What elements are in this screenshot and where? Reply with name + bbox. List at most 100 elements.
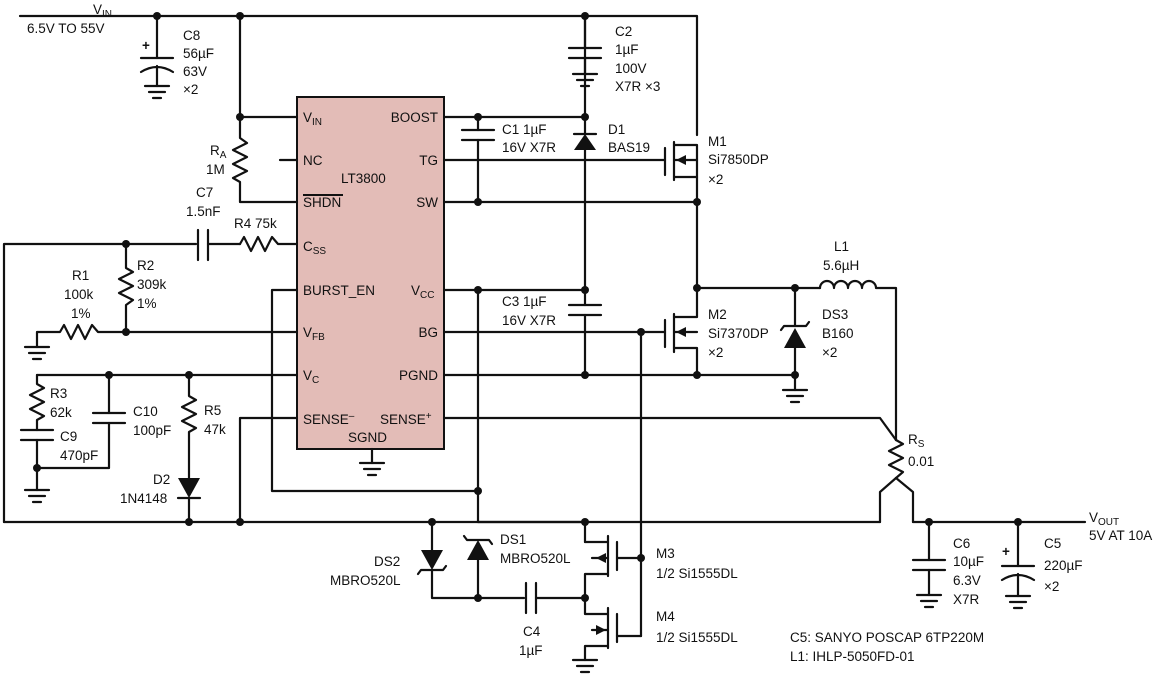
d1-value: BAS19 xyxy=(608,140,650,155)
c6-ref: C6 xyxy=(953,536,970,551)
pin-sw: SW xyxy=(416,195,438,210)
c6-capacitor xyxy=(911,520,947,609)
c3-spec: 16V X7R xyxy=(502,313,556,328)
c5-value: 220µF xyxy=(1044,558,1083,573)
burst-en-wire xyxy=(270,288,480,493)
pin-vc: VC xyxy=(303,368,319,386)
c10-ref: C10 xyxy=(133,404,158,419)
m2-ref: M2 xyxy=(708,307,727,322)
junction-dot xyxy=(474,594,482,602)
c10-value: 100pF xyxy=(133,423,171,438)
pin-sense-plus: SENSE+ xyxy=(380,411,432,427)
m4-mosfet xyxy=(583,596,643,662)
c7-value: 1.5nF xyxy=(186,204,221,219)
m3-mosfet xyxy=(583,534,643,600)
c3-capacitor xyxy=(567,288,603,377)
feedback-left-wire xyxy=(2,242,198,524)
d1-ref: D1 xyxy=(608,122,625,137)
d1-diode xyxy=(572,14,598,292)
m1-count: ×2 xyxy=(708,172,723,187)
sw-node-wire xyxy=(442,200,699,292)
c5-count: ×2 xyxy=(1044,579,1059,594)
m4-ref: M4 xyxy=(656,609,675,624)
ds2-schottky xyxy=(416,520,526,600)
pin-bg: BG xyxy=(418,325,438,340)
r5-value: 47k xyxy=(204,422,226,437)
l1-value: 5.6µH xyxy=(823,258,859,273)
c1-spec: 16V X7R xyxy=(502,140,556,155)
d2-value: 1N4148 xyxy=(120,491,167,506)
c2-voltage: 100V xyxy=(615,61,647,76)
r1-resistor xyxy=(35,323,128,349)
c6-voltage: 6.3V xyxy=(953,573,981,588)
d2-diode xyxy=(176,478,202,524)
ground-symbol xyxy=(571,658,599,674)
m3-ref: M3 xyxy=(656,546,675,561)
m1-part: Si7850DP xyxy=(708,152,769,167)
c5-capacitor xyxy=(1000,520,1036,610)
m3-part: 1/2 Si1555DL xyxy=(656,566,738,581)
rs-value: 0.01 xyxy=(908,454,934,469)
ra-resistor xyxy=(231,115,299,204)
c6-type: X7R xyxy=(953,592,980,607)
vout-spec: 5V AT 10A xyxy=(1089,528,1152,543)
r2-ref: R2 xyxy=(137,258,154,273)
r2-tolerance: 1% xyxy=(137,296,157,311)
r1-ref: R1 xyxy=(72,268,89,283)
c9-value: 470pF xyxy=(60,448,98,463)
c7-capacitor xyxy=(196,228,242,262)
c1-label: C1 1µF xyxy=(502,122,547,137)
m1-mosfet xyxy=(663,140,699,204)
c4-value: 1µF xyxy=(519,643,543,658)
junction-dot xyxy=(581,518,589,526)
junction-dot xyxy=(693,198,701,206)
c8-plus: + xyxy=(142,38,150,53)
l1-inductor xyxy=(818,279,898,442)
c7-ref: C7 xyxy=(196,185,213,200)
vin-range: 6.5V TO 55V xyxy=(27,21,105,36)
c5-plus: + xyxy=(1002,544,1010,559)
c1-capacitor xyxy=(460,115,496,204)
c6-value: 10µF xyxy=(953,554,984,569)
ds2-ref: DS2 xyxy=(374,554,400,569)
ds3-schottky xyxy=(779,286,811,377)
junction-dot xyxy=(693,371,701,379)
r5-ref: R5 xyxy=(204,403,221,418)
rs-sense-resistor xyxy=(878,438,915,524)
lt3800-ic-body xyxy=(296,96,445,450)
c8-count: ×2 xyxy=(183,82,198,97)
c3-label: C3 1µF xyxy=(502,294,547,309)
r4-resistor xyxy=(238,235,299,253)
ds2-value: MBRO520L xyxy=(330,573,401,588)
c8-ref: C8 xyxy=(183,28,200,43)
r3-value: 62k xyxy=(50,405,72,420)
pin-tg: TG xyxy=(419,153,438,168)
sense-plus-wire xyxy=(442,416,898,442)
ra-ref: RA xyxy=(210,143,227,161)
pin-css: CSS xyxy=(303,239,326,257)
ground-symbol xyxy=(23,345,51,361)
r3-resistor xyxy=(28,373,46,432)
c8-capacitor xyxy=(139,14,175,100)
r1-value: 100k xyxy=(64,287,94,302)
note-c5: C5: SANYO POSCAP 6TP220M xyxy=(790,630,984,645)
vin-to-ic-wire xyxy=(238,14,299,119)
c10-capacitor xyxy=(35,373,127,470)
r3-ref: R3 xyxy=(50,386,67,401)
c2-value: 1µF xyxy=(615,42,639,57)
ground-symbol xyxy=(358,447,386,477)
vin-rail xyxy=(18,14,699,137)
pin-vin: VIN xyxy=(303,110,322,128)
ds1-schottky xyxy=(462,534,494,600)
sense-minus-wire xyxy=(238,416,299,524)
ic-name: LT3800 xyxy=(341,171,386,186)
junction-dot xyxy=(236,518,244,526)
pin-vcc: VCC xyxy=(411,283,434,301)
pin-pgnd: PGND xyxy=(399,368,438,383)
r2-value: 309k xyxy=(137,277,167,292)
c2-ref: C2 xyxy=(615,24,632,39)
vin-label: VIN xyxy=(93,2,112,20)
m4-part: 1/2 Si1555DL xyxy=(656,630,738,645)
pin-nc: NC xyxy=(303,153,323,168)
